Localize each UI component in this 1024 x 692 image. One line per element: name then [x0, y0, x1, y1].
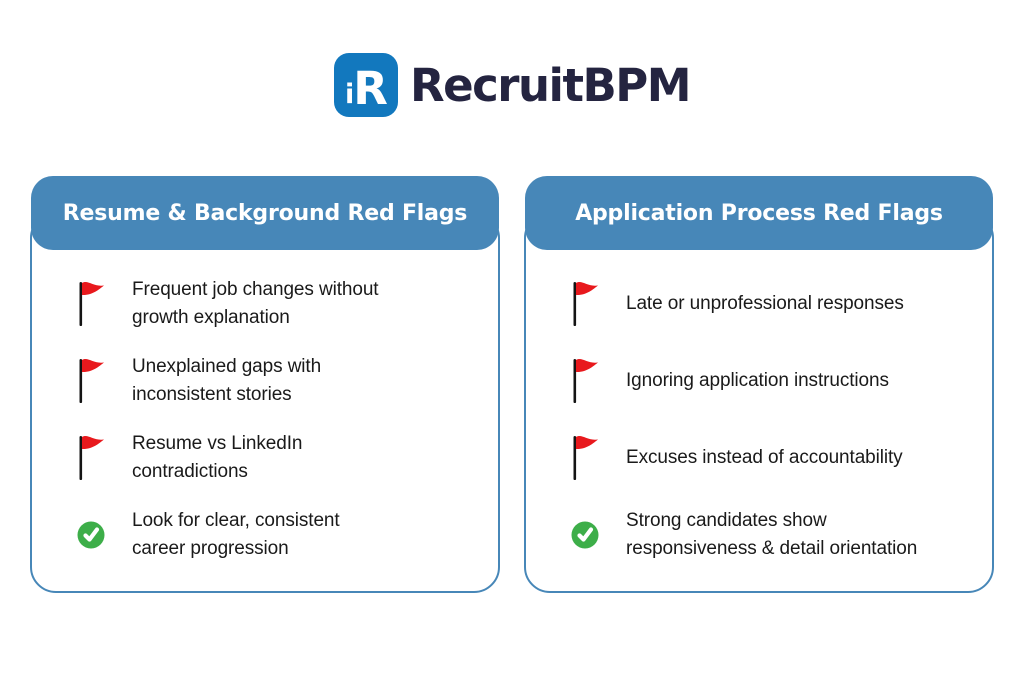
list-item: Resume vs LinkedIn contradictions — [76, 430, 478, 486]
card-application-title: Application Process Red Flags — [575, 200, 943, 226]
item-text: Look for clear, consistent career progre… — [132, 510, 340, 559]
list-item: Look for clear, consistent career progre… — [76, 507, 478, 563]
card-application-header: Application Process Red Flags — [525, 176, 993, 250]
list-item: Ignoring application instructions — [570, 353, 972, 409]
logo-monogram-r: R — [353, 62, 388, 116]
red-flag-icon — [570, 434, 626, 482]
red-flag-icon — [76, 357, 132, 405]
logo: i R RecruitBPM — [0, 52, 1024, 118]
card-resume-header: Resume & Background Red Flags — [31, 176, 499, 250]
item-text: Excuses instead of accountability — [626, 447, 903, 468]
infographic-page: i R RecruitBPM Resume & Background Red F… — [0, 52, 1024, 593]
red-flag-icon — [570, 280, 626, 328]
brand-name: RecruitBPM — [409, 58, 692, 112]
logo-monogram-i: i — [344, 79, 354, 110]
list-item: Unexplained gaps with inconsistent stori… — [76, 353, 478, 409]
list-item: Excuses instead of accountability — [570, 430, 972, 486]
item-text: Strong candidates show responsiveness & … — [626, 510, 918, 559]
item-text: Frequent job changes without growth expl… — [132, 279, 379, 328]
cards-row: Resume & Background Red Flags Frequent j… — [0, 176, 1024, 593]
list-item: Strong candidates show responsiveness & … — [570, 507, 972, 563]
card-resume-background: Resume & Background Red Flags Frequent j… — [30, 176, 500, 593]
check-icon — [76, 511, 132, 559]
item-text: Resume vs LinkedIn contradictions — [132, 433, 303, 482]
item-text: Ignoring application instructions — [626, 370, 889, 391]
red-flag-icon — [570, 357, 626, 405]
item-text: Late or unprofessional responses — [626, 293, 904, 314]
item-text: Unexplained gaps with inconsistent stori… — [132, 356, 322, 405]
red-flag-icon — [76, 434, 132, 482]
card-resume-body: Frequent job changes without growth expl… — [30, 212, 500, 593]
check-icon — [570, 511, 626, 559]
card-application-process: Application Process Red Flags Late or un… — [524, 176, 994, 593]
card-resume-title: Resume & Background Red Flags — [62, 200, 468, 226]
list-item: Late or unprofessional responses — [570, 276, 972, 332]
list-item: Frequent job changes without growth expl… — [76, 276, 478, 332]
card-application-body: Late or unprofessional responses Ignorin… — [524, 212, 994, 593]
recruitbpm-logo-icon: i R — [333, 53, 398, 117]
red-flag-icon — [76, 280, 132, 328]
